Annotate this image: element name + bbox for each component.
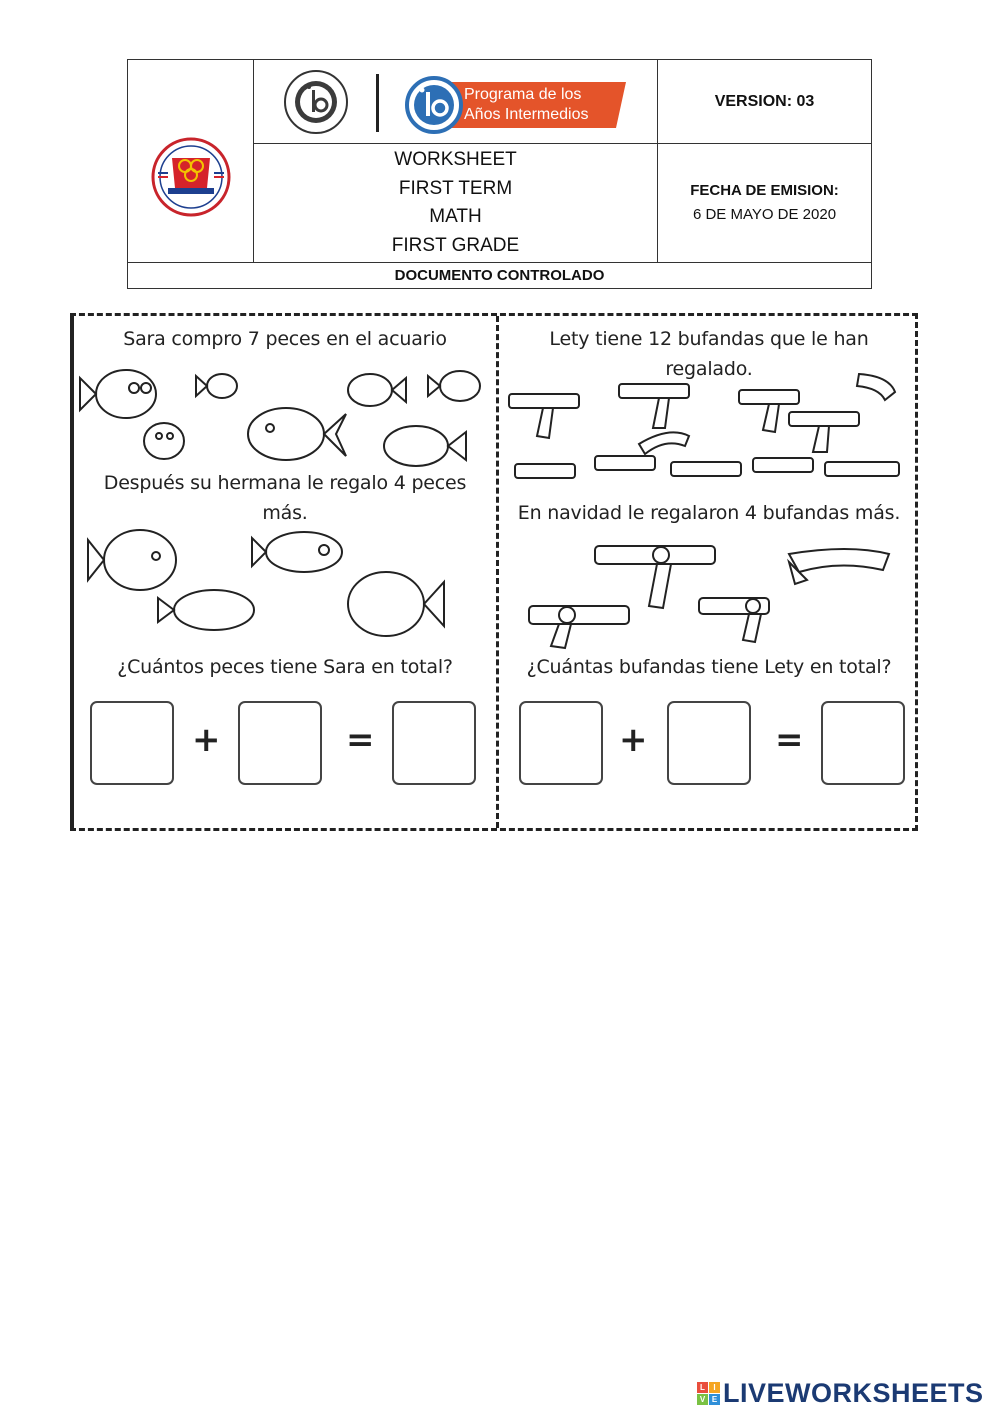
- worksheet-title: WORKSHEET FIRST TERM MATH FIRST GRADE: [254, 144, 658, 262]
- ib-banner-text: Programa de los Años Intermedios: [464, 85, 624, 125]
- fish-group-2-illustration: [87, 529, 445, 637]
- scarf-addend-1-box[interactable]: [519, 701, 603, 785]
- version-label: VERSION: 03: [658, 60, 871, 144]
- title-line: FIRST TERM: [398, 177, 513, 199]
- issue-date: FECHA DE EMISION: 6 DE MAYO DE 2020: [658, 144, 871, 262]
- logo-letter: E: [709, 1393, 720, 1405]
- fish-group-1-illustration: [79, 369, 481, 467]
- title-line: MATH: [429, 206, 482, 227]
- fish-addend-1-box[interactable]: [90, 701, 174, 785]
- liveworksheets-logo-icon: L I V E: [697, 1381, 720, 1405]
- ib-logos-cell: Programa de los Años Intermedios: [254, 60, 658, 144]
- scarf-question: ¿Cuántas bufandas tiene Lety en total?: [526, 656, 892, 678]
- school-logo: [151, 137, 231, 217]
- logo-letter: V: [697, 1393, 708, 1405]
- fish-total-box[interactable]: [392, 701, 476, 785]
- school-logo-cell: [128, 60, 254, 262]
- worksheet-area: Sara compro 7 peces en el acuario Despué…: [70, 313, 918, 831]
- controlled-document-label: DOCUMENTO CONTROLADO: [128, 262, 871, 288]
- logo-separator: [376, 74, 379, 132]
- logo-letter: L: [697, 1381, 708, 1393]
- ib-logos: [284, 70, 626, 134]
- liveworksheets-wordmark: LIVEWORKSHEETS: [723, 1377, 984, 1408]
- panel-divider: [496, 316, 499, 828]
- ib-banner-line2: Años Intermedios: [464, 106, 589, 123]
- title-line: FIRST GRADE: [391, 234, 520, 256]
- ib-banner-line1: Programa de los: [464, 86, 582, 103]
- fish-question: ¿Cuántos peces tiene Sara en total?: [117, 656, 453, 678]
- fish-problem-line1: Sara compro 7 peces en el acuario: [123, 328, 447, 350]
- plus-sign: +: [192, 720, 221, 760]
- equals-sign: =: [775, 720, 804, 760]
- scarf-problem-line1b: regalado.: [665, 358, 753, 380]
- scarf-addend-2-box[interactable]: [667, 701, 751, 785]
- ib-myp-banner: [405, 76, 626, 134]
- scarf-problem-line2: En navidad le regalaron 4 bufandas más.: [517, 502, 901, 524]
- scarf-group-2-illustration: [528, 545, 891, 650]
- fish-problem-panel: Sara compro 7 peces en el acuario Despué…: [74, 316, 496, 828]
- equals-sign: =: [346, 720, 375, 760]
- scarf-total-box[interactable]: [821, 701, 905, 785]
- scarf-problem-panel: Lety tiene 12 bufandas que le han regala…: [499, 316, 919, 828]
- logo-letter: I: [709, 1381, 720, 1393]
- ib-world-school-seal: [284, 70, 348, 134]
- document-header: Programa de los Años Intermedios VERSION…: [127, 59, 872, 289]
- plus-sign: +: [619, 720, 648, 760]
- fish-addend-2-box[interactable]: [238, 701, 322, 785]
- fish-problem-line2b: más.: [262, 502, 308, 524]
- issue-date-value: 6 DE MAYO DE 2020: [692, 206, 837, 223]
- fish-problem-line2a: Después su hermana le regalo 4 peces: [103, 472, 467, 494]
- liveworksheets-brand: L I V E LIVEWORKSHEETS: [697, 1378, 984, 1408]
- title-line: WORKSHEET: [394, 149, 517, 170]
- scarf-group-1-illustration: [508, 372, 900, 479]
- issue-date-label: FECHA DE EMISION:: [690, 182, 839, 199]
- scarf-problem-line1a: Lety tiene 12 bufandas que le han: [549, 328, 869, 350]
